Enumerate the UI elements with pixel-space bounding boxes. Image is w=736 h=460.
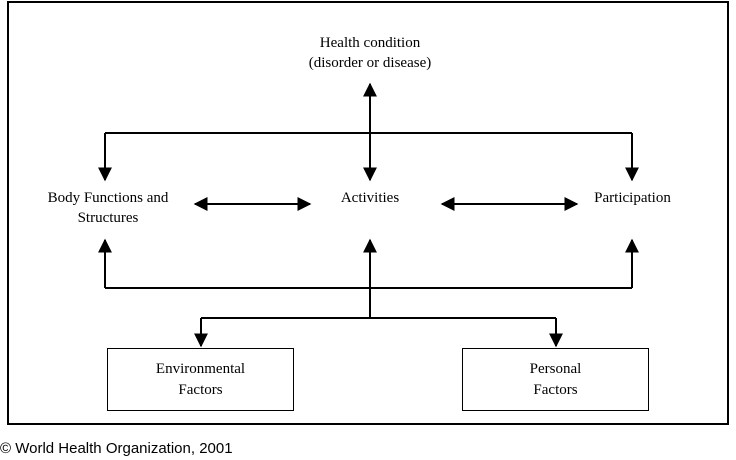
body-functions-label: Body Functions and Structures (28, 188, 188, 228)
personal-line2: Factors (533, 381, 578, 398)
copyright-text: © World Health Organization, 2001 (0, 440, 233, 457)
body-functions-line1: Body Functions and (47, 190, 169, 206)
activities-label: Activities (340, 190, 400, 206)
environmental-line2: Factors (178, 381, 223, 398)
personal-line1: Personal (529, 360, 582, 377)
environmental-line1: Environmental (155, 360, 246, 377)
environmental-factors-box: Environmental Factors (107, 348, 294, 411)
health-condition-label: Health condition (disorder or disease) (290, 33, 450, 73)
diagram-frame (7, 1, 729, 425)
health-condition-line2: (disorder or disease) (308, 55, 432, 71)
participation-label: Participation (594, 190, 671, 206)
health-condition-line1: Health condition (319, 35, 421, 51)
personal-factors-box: Personal Factors (462, 348, 649, 411)
body-functions-line2: Structures (77, 210, 139, 226)
